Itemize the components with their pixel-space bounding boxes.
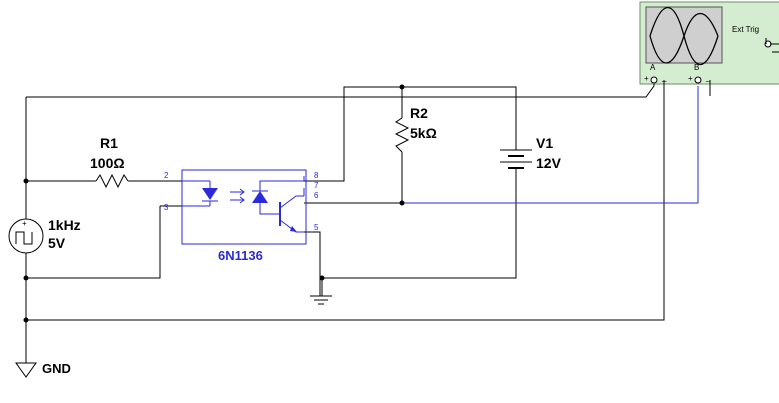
pin-7-label: 7	[314, 181, 319, 190]
pin-2-label: 2	[164, 171, 169, 180]
optocoupler-6n1136[interactable]: 2 3 8 7 6 5 6N1136	[164, 169, 319, 263]
resistor-r1[interactable]: R1 100Ω	[90, 135, 129, 189]
channel-b-plus: +	[688, 74, 693, 83]
terminal-b-plus[interactable]	[694, 76, 702, 84]
source-plus: +	[22, 219, 27, 228]
battery-v1[interactable]: V1 12V	[500, 135, 562, 171]
v1-value: 12V	[536, 155, 562, 171]
r1-ref: R1	[100, 135, 118, 151]
r2-value: 5kΩ	[410, 125, 437, 141]
ground-symbol-main: GND	[15, 361, 71, 378]
signal-wire-channel-b	[402, 86, 699, 204]
pin-6-label: 6	[314, 191, 319, 200]
optocoupler-part-label: 6N1136	[218, 248, 263, 263]
oscilloscope[interactable]: Ext Trig A B + _ + _	[639, 1, 779, 96]
channel-b-label: B	[694, 63, 699, 72]
channel-a-plus: +	[644, 74, 649, 83]
pin-5-label: 5	[314, 223, 319, 232]
channel-a-label: A	[650, 63, 656, 72]
scope-trace-b	[649, 13, 719, 64]
channel-a-minus: _	[661, 73, 667, 82]
r2-ref: R2	[410, 105, 428, 121]
pin-3-label: 3	[164, 203, 169, 212]
r1-value: 100Ω	[90, 155, 125, 171]
ground-symbol-ic	[310, 278, 332, 305]
wires	[25, 84, 665, 363]
channel-b-minus: _	[705, 73, 711, 82]
square-wave-source[interactable]: + 1kHz 5V	[8, 217, 81, 254]
ext-trig-label: Ext Trig	[732, 25, 759, 34]
source-amplitude: 5V	[48, 235, 66, 251]
v1-ref: V1	[536, 135, 553, 151]
source-frequency: 1kHz	[48, 217, 81, 233]
junctions	[23, 84, 405, 323]
resistor-r2[interactable]: R2 5kΩ	[394, 105, 437, 153]
terminal-a-plus[interactable]	[650, 76, 658, 84]
ground-label: GND	[42, 361, 71, 376]
pin-8-label: 8	[314, 171, 319, 180]
